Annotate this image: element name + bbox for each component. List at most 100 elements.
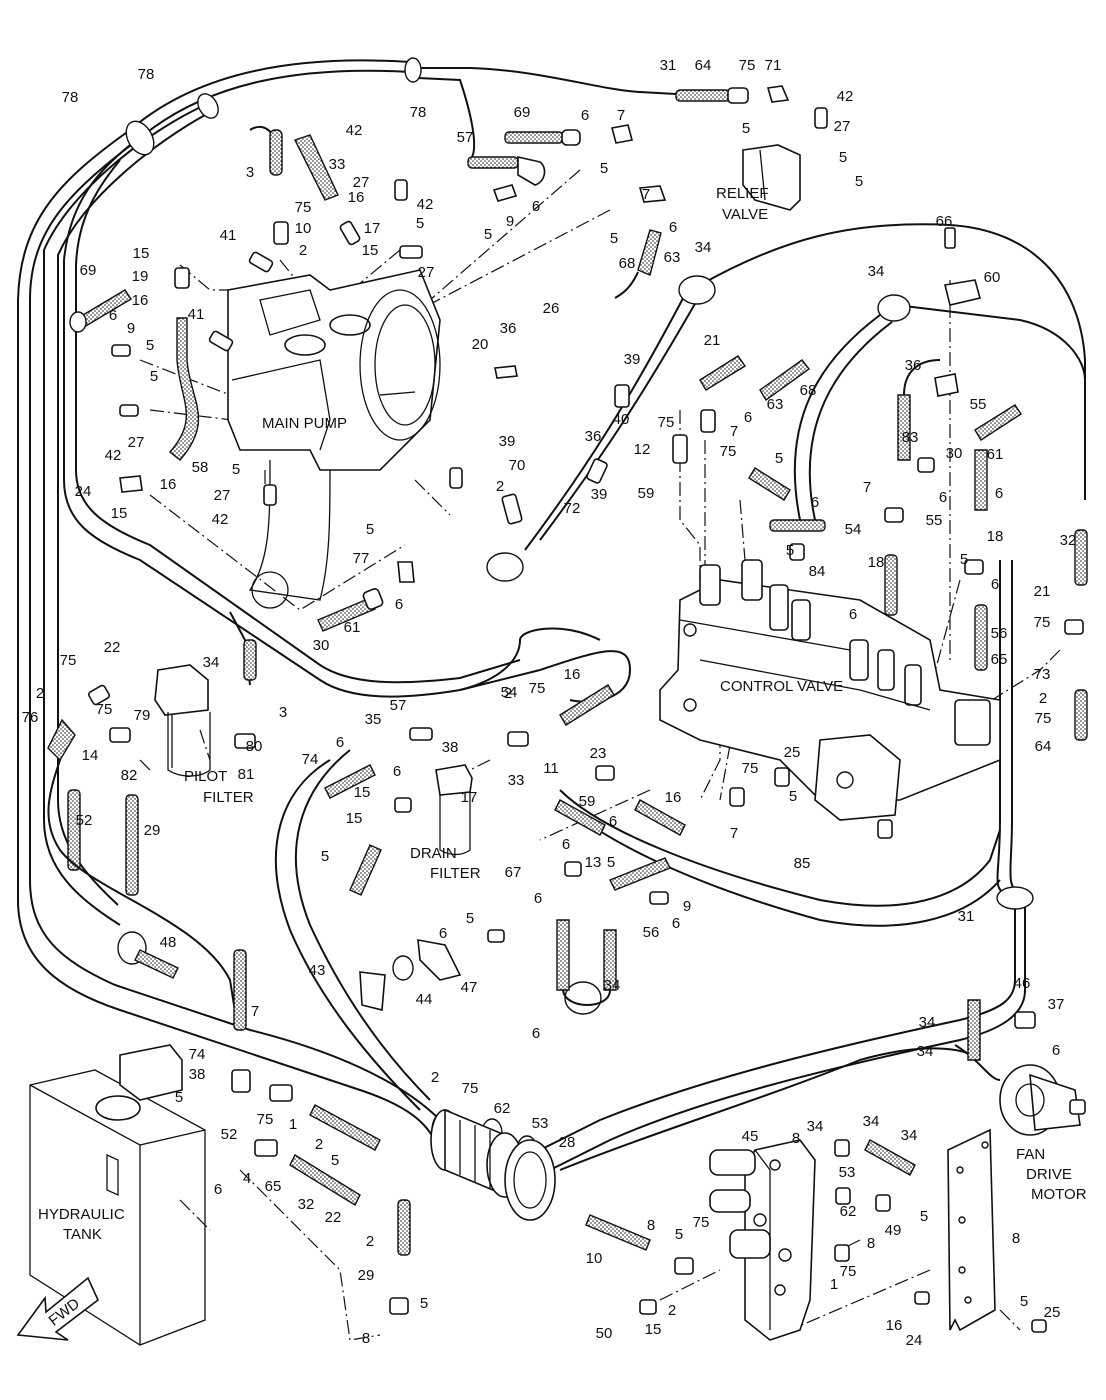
callout-5: 5 xyxy=(1020,1293,1028,1310)
bracket-plate xyxy=(947,1128,996,1332)
callout-62: 62 xyxy=(840,1203,857,1220)
callout-25: 25 xyxy=(784,744,801,761)
callout-7: 7 xyxy=(642,186,650,203)
callout-30: 30 xyxy=(946,445,963,462)
callout-36: 36 xyxy=(585,428,602,445)
callout-38: 38 xyxy=(189,1066,206,1083)
callout-63: 63 xyxy=(664,249,681,266)
callout-53: 53 xyxy=(839,1164,856,1181)
callout-43: 43 xyxy=(309,962,326,979)
callout-75: 75 xyxy=(60,652,77,669)
callout-24: 24 xyxy=(75,483,92,500)
callout-62: 62 xyxy=(494,1100,511,1117)
callout-7: 7 xyxy=(251,1003,259,1020)
hoses xyxy=(47,87,1088,1256)
pilot-filter-label-1: PILOT xyxy=(184,768,227,785)
callout-7: 7 xyxy=(617,107,625,124)
callout-78: 78 xyxy=(62,89,79,106)
callout-5: 5 xyxy=(855,173,863,190)
callout-49: 49 xyxy=(885,1222,902,1239)
callout-41: 41 xyxy=(188,306,205,323)
callout-5: 5 xyxy=(321,848,329,865)
callout-50: 50 xyxy=(596,1325,613,1342)
callout-35: 35 xyxy=(365,711,382,728)
callout-11: 11 xyxy=(543,760,559,777)
callout-66: 66 xyxy=(936,213,953,230)
fan-drive-motor-label-1: FAN xyxy=(1016,1146,1045,1163)
callout-80: 80 xyxy=(246,738,263,755)
callout-75: 75 xyxy=(96,701,113,718)
callout-3: 3 xyxy=(246,164,254,181)
callout-13: 13 xyxy=(585,854,602,871)
callout-74: 74 xyxy=(302,751,319,768)
callout-33: 33 xyxy=(508,772,525,789)
callout-6: 6 xyxy=(811,494,819,511)
hydraulic-tank-label-1: HYDRAULIC xyxy=(38,1206,125,1223)
callout-10: 10 xyxy=(295,220,312,237)
callout-75: 75 xyxy=(1035,710,1052,727)
callout-31: 31 xyxy=(958,908,975,925)
callout-68: 68 xyxy=(619,255,636,272)
callout-5: 5 xyxy=(960,551,968,568)
callout-18: 18 xyxy=(987,528,1004,545)
callout-34: 34 xyxy=(868,263,885,280)
callout-2: 2 xyxy=(504,685,512,702)
callout-15: 15 xyxy=(111,505,128,522)
callout-81: 81 xyxy=(238,766,255,783)
callout-71: 71 xyxy=(765,57,782,74)
callout-36: 36 xyxy=(500,320,517,337)
callout-5: 5 xyxy=(675,1226,683,1243)
callout-70: 70 xyxy=(509,457,526,474)
callout-5: 5 xyxy=(466,910,474,927)
callout-48: 48 xyxy=(160,934,177,951)
drain-filter-label-2: FILTER xyxy=(430,865,481,882)
callout-6: 6 xyxy=(336,734,344,751)
callout-59: 59 xyxy=(579,793,596,810)
callout-16: 16 xyxy=(348,189,365,206)
callout-5: 5 xyxy=(839,149,847,166)
callout-56: 56 xyxy=(991,625,1008,642)
relief-valve-label-1: RELIEF xyxy=(716,185,769,202)
callout-15: 15 xyxy=(354,784,371,801)
callout-75: 75 xyxy=(1034,614,1051,631)
callout-44: 44 xyxy=(416,991,433,1008)
callout-82: 82 xyxy=(121,767,138,784)
callout-34: 34 xyxy=(695,239,712,256)
callout-5: 5 xyxy=(600,160,608,177)
callout-6: 6 xyxy=(532,1025,540,1042)
callout-6: 6 xyxy=(581,107,589,124)
callout-22: 22 xyxy=(325,1209,342,1226)
callout-27: 27 xyxy=(353,174,370,191)
callout-27: 27 xyxy=(128,434,145,451)
hydraulic-tank-label-2: TANK xyxy=(63,1226,102,1243)
callout-20: 20 xyxy=(472,336,489,353)
callout-6: 6 xyxy=(532,198,540,215)
callout-16: 16 xyxy=(160,476,177,493)
callout-38: 38 xyxy=(442,739,459,756)
callout-42: 42 xyxy=(837,88,854,105)
leader-lines xyxy=(139,169,1061,1341)
callout-5: 5 xyxy=(484,226,492,243)
callout-5: 5 xyxy=(742,120,750,137)
callout-57: 57 xyxy=(457,129,474,146)
callout-21: 21 xyxy=(704,332,721,349)
drain-filter: DRAIN FILTER xyxy=(410,764,481,882)
callout-19: 19 xyxy=(132,268,149,285)
callout-5: 5 xyxy=(789,788,797,805)
callout-53: 53 xyxy=(532,1115,549,1132)
callout-6: 6 xyxy=(744,409,752,426)
callout-7: 7 xyxy=(730,825,738,842)
callout-33: 33 xyxy=(329,156,346,173)
callout-6: 6 xyxy=(609,813,617,830)
callout-40: 40 xyxy=(613,411,630,428)
callout-42: 42 xyxy=(212,511,229,528)
callout-8: 8 xyxy=(792,1130,800,1147)
fan-drive-motor-label-2: DRIVE xyxy=(1026,1166,1072,1183)
control-valve: CONTROL VALVE xyxy=(659,559,1001,821)
callout-5: 5 xyxy=(150,368,158,385)
callout-16: 16 xyxy=(564,666,581,683)
callout-14: 14 xyxy=(82,747,99,764)
suction-hose xyxy=(430,1108,556,1221)
callout-22: 22 xyxy=(104,639,121,656)
